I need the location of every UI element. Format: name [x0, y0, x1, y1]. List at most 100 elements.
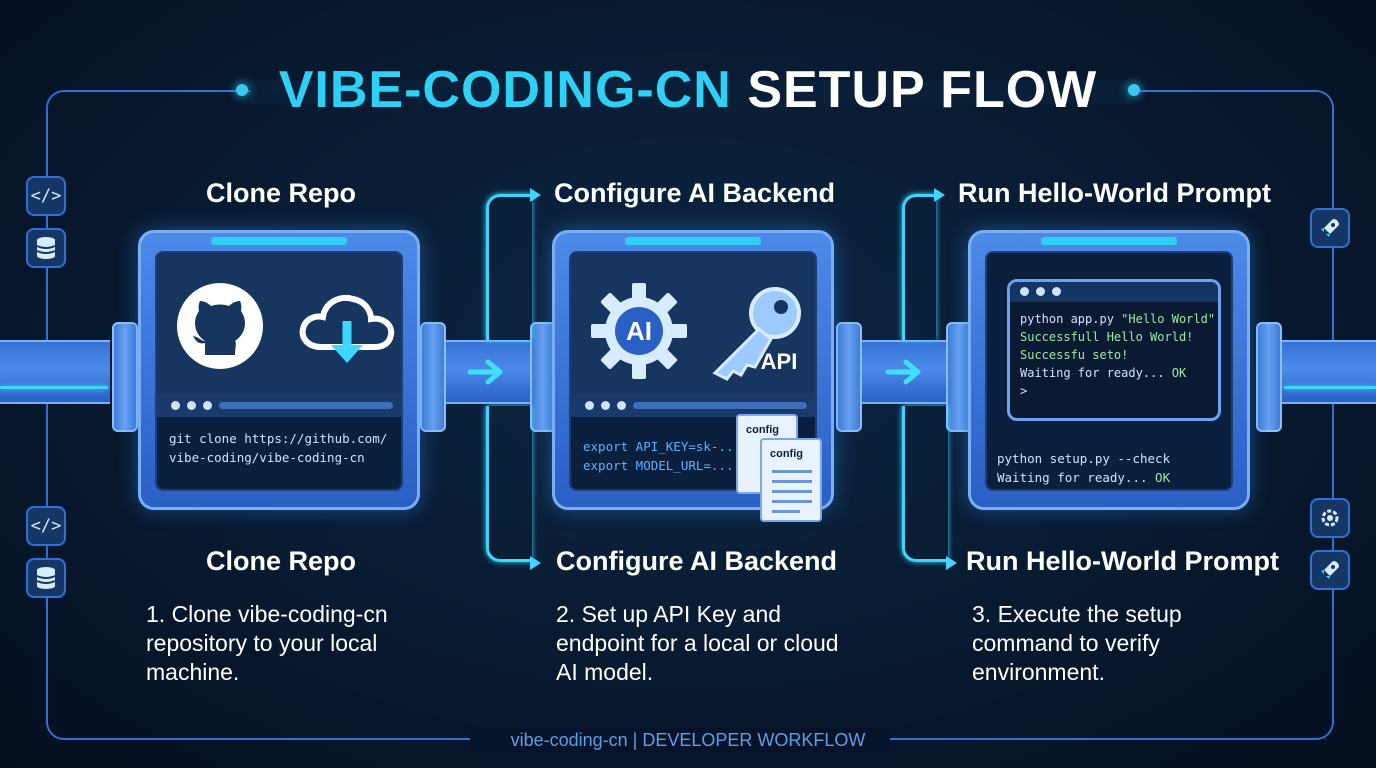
settings-chip-icon — [1310, 498, 1350, 538]
terminal-line: python app.py "Hello World" — [1020, 310, 1215, 328]
flange — [112, 322, 138, 432]
code-text: Waiting for ready... — [997, 470, 1156, 485]
connector-arrowhead — [946, 556, 957, 570]
config-label: config — [770, 448, 803, 460]
terminal-line: Successfull Hello World! — [1020, 330, 1194, 344]
code-line: git clone https://github.com/ — [169, 431, 388, 446]
doc-line — [772, 470, 812, 473]
window-dot — [1020, 287, 1029, 296]
window-dot — [601, 401, 610, 410]
step-2-description: 2. Set up API Key and endpoint for a loc… — [556, 601, 839, 685]
step-2-heading-bottom: Configure AI Backend — [556, 546, 838, 576]
github-icon — [175, 281, 265, 376]
terminal-line: Waiting for ready... OK — [1020, 364, 1215, 382]
code-line: export API_KEY=sk-.. — [583, 439, 734, 454]
key-label: API — [761, 349, 798, 374]
step-2-heading-top: Configure AI Backend — [554, 178, 836, 208]
panel-illustration: AI API — [571, 253, 815, 393]
code-block: export API_KEY=sk-..export MODEL_URL=... — [583, 437, 734, 475]
terminal-text: Waiting for ready... — [1020, 366, 1172, 380]
cloud-download-icon — [295, 291, 399, 382]
title-dot-right — [1128, 84, 1140, 96]
rocket-icon — [1310, 550, 1350, 590]
window-dot — [617, 401, 626, 410]
gear-icon: AI — [589, 281, 689, 386]
page-title: VIBE-CODING-CN SETUP FLOW — [0, 60, 1376, 120]
connector-top — [902, 194, 936, 340]
panel-top-bar — [211, 237, 347, 245]
doc-line — [772, 500, 812, 503]
step-3-heading-bottom: Run Hello-World Prompt — [966, 546, 1279, 576]
panel-illustration — [157, 253, 401, 393]
step-1-heading-top: Clone Repo — [206, 178, 357, 208]
doc-line — [772, 490, 812, 493]
pipe-glow-left — [0, 386, 108, 389]
flange — [420, 322, 446, 432]
code-line: vibe-coding/vibe-coding-cn — [169, 450, 365, 465]
connector-bottom — [902, 406, 948, 562]
window-dot — [187, 401, 196, 410]
terminal-ok: OK — [1171, 366, 1187, 380]
pipe-right — [1282, 340, 1376, 404]
window-dot — [585, 401, 594, 410]
window-bar — [157, 393, 401, 417]
pipe-left — [0, 340, 110, 404]
footer-mask — [470, 728, 890, 752]
doc-line — [772, 480, 812, 483]
pipe-glow-right — [1284, 386, 1376, 389]
connector-arrowhead — [530, 556, 541, 570]
doc-line — [772, 510, 800, 513]
connector-bottom — [486, 406, 532, 562]
window-dot — [203, 401, 212, 410]
key-icon: API — [701, 283, 811, 388]
arrow-right-icon — [884, 358, 928, 391]
terminal-output: python app.py "Hello World" Successfull H… — [1020, 310, 1215, 400]
config-label: config — [746, 424, 779, 436]
panel-screen: python app.py "Hello World" Successfull H… — [985, 251, 1233, 491]
window-dot — [1036, 287, 1045, 296]
code-icon: </> — [26, 506, 66, 546]
flange — [1256, 322, 1282, 432]
code-icon: </> — [26, 176, 66, 216]
step-1-heading-bottom: Clone Repo — [206, 546, 357, 576]
connector-arrowhead — [530, 188, 541, 202]
step-1-description: 1. Clone vibe-coding-cn repository to yo… — [146, 601, 388, 685]
footer-text: vibe-coding-cn | DEVELOPER WORKFLOW — [510, 730, 866, 750]
terminal-line: Successfu seto! — [1020, 348, 1129, 362]
flange — [836, 322, 862, 432]
database-icon — [26, 558, 66, 598]
window-dot — [1052, 287, 1061, 296]
config-file-icon: config — [760, 438, 822, 522]
gear-label: AI — [626, 316, 652, 346]
code-line: python setup.py --check — [997, 451, 1171, 466]
terminal-prompt: > — [1020, 384, 1028, 398]
title-plain: SETUP FLOW — [747, 61, 1098, 119]
rocket-icon — [1310, 208, 1350, 248]
connector-top — [486, 194, 532, 340]
terminal-window: python app.py "Hello World" Successfull H… — [1007, 279, 1221, 421]
window-dot — [171, 401, 180, 410]
panel-top-bar — [1041, 237, 1177, 245]
terminal-title-bar — [1010, 282, 1218, 302]
connector-arrowhead — [934, 188, 945, 202]
title-mask — [250, 80, 1130, 104]
step-3-panel: python app.py "Hello World" Successfull H… — [968, 230, 1250, 510]
terminal-string: "Hello World" — [1121, 312, 1216, 326]
window-bar — [571, 393, 815, 417]
arrow-right-icon — [466, 358, 510, 391]
code-line: Waiting for ready... OK — [997, 468, 1170, 487]
step-1-panel: git clone https://github.com/vibe-coding… — [138, 230, 420, 510]
title-accent: VIBE-CODING-CN — [278, 61, 732, 119]
step-3-description: 3. Execute the setup command to verify e… — [972, 601, 1182, 685]
terminal-command: python app.py — [1020, 312, 1122, 326]
title-dot-left — [236, 84, 248, 96]
panel-screen: git clone https://github.com/vibe-coding… — [155, 251, 403, 491]
code-block: git clone https://github.com/vibe-coding… — [169, 429, 387, 467]
database-icon — [26, 228, 66, 268]
panel-top-bar — [625, 237, 761, 245]
step-3-heading-top: Run Hello-World Prompt — [958, 178, 1271, 208]
window-address-bar — [633, 402, 807, 409]
code-line: export MODEL_URL=... — [583, 458, 734, 473]
window-address-bar — [219, 402, 393, 409]
